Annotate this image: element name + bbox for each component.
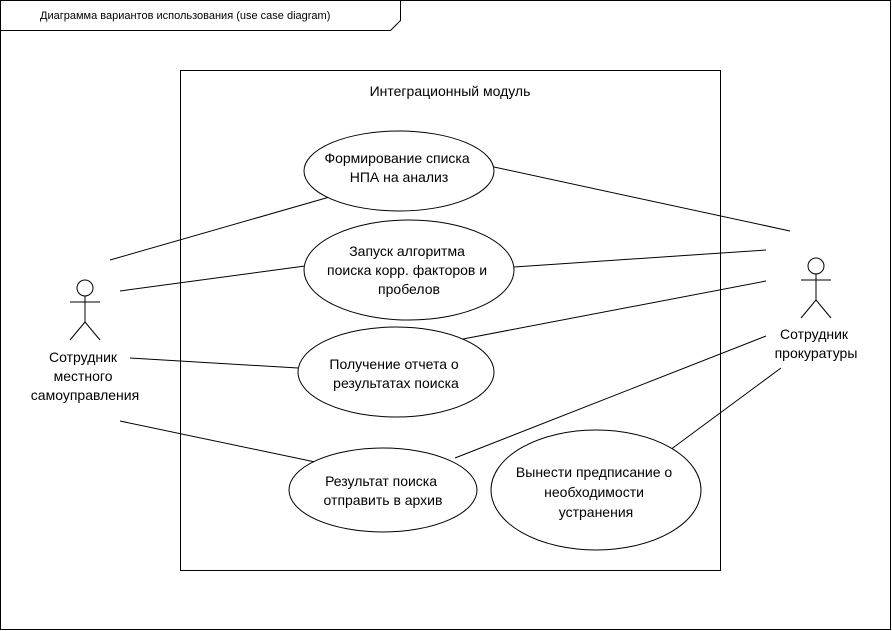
association-prosecutor-uc2 <box>513 249 767 268</box>
use-case-ellipse <box>288 447 478 533</box>
use-case-ellipse <box>297 326 495 418</box>
system-title: Интеграционный модуль <box>370 83 531 99</box>
stick-figure-icon <box>800 257 832 319</box>
association-local-uc2 <box>119 265 306 292</box>
use-case-form-list[interactable]: Формирование списка НПА на анализ <box>303 130 495 212</box>
association-prosecutor-uc1 <box>493 166 791 232</box>
association-prosecutor-uc3 <box>462 280 767 340</box>
use-case-get-report[interactable]: Получение отчета о результатах поиска <box>297 326 495 418</box>
stick-figure-icon <box>69 279 101 341</box>
use-case-label: Запуск алгоритма поиска корр. факторов и… <box>327 243 491 297</box>
use-case-issue-order[interactable]: Вынести предписание о необходимости устр… <box>490 429 702 551</box>
frame-label: Диаграмма вариантов использования (use c… <box>40 10 330 22</box>
association-prosecutor-uc4 <box>454 335 767 459</box>
use-case-label: Вынести предписание о необходимости устр… <box>516 464 676 520</box>
actor-label: Сотрудник прокуратуры <box>775 326 858 361</box>
use-case-label: Результат поиска отправить в архив <box>324 473 443 508</box>
actor-label: Сотрудник местного самоуправления <box>31 349 139 403</box>
association-local-uc4 <box>119 420 321 464</box>
use-case-send-archive[interactable]: Результат поиска отправить в архив <box>288 447 478 533</box>
actor-prosecutor[interactable]: Сотрудник прокуратуры <box>775 257 858 361</box>
use-case-ellipse <box>303 219 515 321</box>
use-case-label: Получение отчета о результатах поиска <box>329 356 462 391</box>
association-prosecutor-uc5 <box>669 367 782 451</box>
use-case-ellipse <box>303 130 495 212</box>
association-local-uc1 <box>109 195 334 261</box>
use-case-label: Формирование списка НПА на анализ <box>324 150 473 185</box>
association-local-uc3 <box>129 357 299 369</box>
actor-local-government[interactable]: Сотрудник местного самоуправления <box>31 279 139 403</box>
frame-label-tab <box>0 0 401 31</box>
system-boundary <box>180 70 721 571</box>
use-case-ellipse <box>490 429 702 551</box>
associations <box>109 166 791 464</box>
use-case-run-algorithm[interactable]: Запуск алгоритма поиска корр. факторов и… <box>303 219 515 321</box>
